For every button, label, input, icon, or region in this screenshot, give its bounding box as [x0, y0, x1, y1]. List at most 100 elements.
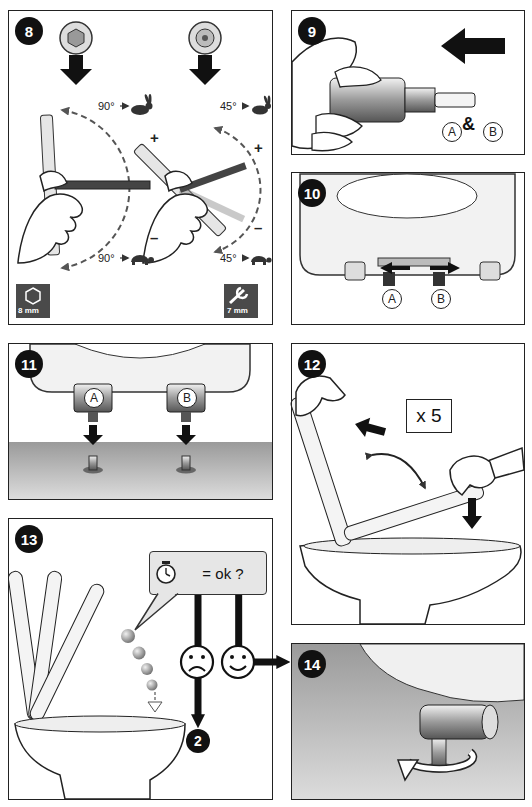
- flow-arrow: [195, 595, 202, 715]
- part-letter-circle: B: [431, 289, 451, 309]
- stopwatch-icon: [162, 561, 170, 564]
- hinge-45-degree: [133, 128, 260, 263]
- part-letter-circle: A: [84, 388, 104, 408]
- soft-close-test-art: [15, 716, 185, 732]
- part-letter-circle: B: [177, 388, 197, 408]
- soft-close-test-art: [28, 582, 106, 723]
- speed-icons: [120, 257, 128, 258]
- adjust-icons: [60, 55, 92, 85]
- seat-underside-art: [300, 174, 515, 286]
- seat-front-art: [75, 344, 205, 358]
- speed-icons: [149, 94, 152, 104]
- seat-front-art: [89, 456, 97, 470]
- speed-icons: [146, 103, 153, 110]
- insert-hinge-art: [292, 28, 505, 151]
- close-seat-art: [352, 414, 387, 441]
- tool-icons: [237, 288, 247, 298]
- annotation-label: +: [150, 130, 159, 145]
- step-number: 10: [298, 179, 326, 207]
- annotation-label: 45°: [220, 101, 237, 112]
- sad-face: [181, 646, 213, 678]
- sad-face: [189, 667, 205, 671]
- speed-icons: [242, 257, 248, 258]
- part-letter-circle: A: [442, 122, 462, 142]
- speed-icons: [251, 256, 267, 262]
- step-panel: 13= ok ?2: [8, 518, 273, 800]
- seat-underside-art: [345, 262, 365, 280]
- seat-front-art: [9, 344, 272, 499]
- tighten-hinge-art: [292, 644, 524, 799]
- seat-front-art: [30, 344, 250, 392]
- node-text: x 5: [416, 405, 441, 427]
- tool-icons: [16, 284, 258, 318]
- node-text: B: [489, 125, 497, 139]
- hinge-90-degree: [55, 181, 150, 189]
- step-panel: 8: [8, 10, 273, 325]
- node-text: A: [448, 125, 456, 139]
- soft-close-test-art: [7, 570, 185, 799]
- speed-icons: [268, 96, 271, 105]
- step-number: 9: [298, 17, 326, 45]
- bubble-tail: [135, 592, 178, 630]
- step-panel: 10A B: [291, 172, 525, 325]
- seat-front-art: [176, 425, 196, 445]
- speed-icons: [252, 262, 255, 265]
- speed-icons: [145, 262, 148, 265]
- seat-underside-art: [383, 272, 395, 286]
- speech-bubble: = ok ?: [149, 551, 267, 595]
- annotation-label: 7 mm: [227, 307, 248, 315]
- node-text: B: [183, 391, 191, 405]
- tool-icons: [26, 288, 40, 304]
- soft-close-test-art: [147, 680, 158, 691]
- sad-face: [181, 646, 213, 678]
- seat-front-art: [182, 456, 190, 470]
- tool-icons: [16, 284, 50, 318]
- step-panel: 12x 5: [291, 343, 525, 625]
- adjust-icons: [60, 22, 221, 85]
- seat-underside-art: [480, 262, 500, 280]
- happy-face: [222, 646, 254, 678]
- annotation-label: 8 mm: [18, 307, 39, 315]
- annotation-label: 90°: [98, 253, 115, 264]
- adjust-icons: [68, 29, 84, 47]
- step-panel: 14: [291, 643, 525, 800]
- seat-front-art: [167, 384, 205, 412]
- stopwatch-icon: [157, 561, 175, 583]
- soft-close-test-art: [15, 724, 185, 799]
- speed-icons: [131, 94, 153, 115]
- close-seat-art: [450, 456, 495, 495]
- part-letter-circle: A: [382, 289, 402, 309]
- adjust-icons: [202, 35, 208, 41]
- step-number: 14: [298, 650, 326, 678]
- annotation-label: –: [150, 230, 158, 245]
- node-text: B: [437, 292, 445, 306]
- insert-hinge-art: [441, 28, 505, 64]
- adjust-icons: [189, 22, 221, 54]
- tighten-hinge-art: [420, 705, 490, 739]
- hinge-90-degree: [18, 171, 82, 263]
- flow-arrow: [239, 595, 277, 662]
- happy-face: [230, 666, 246, 670]
- speed-icons: [120, 94, 272, 265]
- step-panel: 11A B: [8, 343, 273, 500]
- stopwatch-icon: [166, 574, 170, 576]
- speed-icons: [148, 257, 154, 263]
- sad-face: [201, 655, 205, 659]
- seat-underside-art: [300, 174, 515, 275]
- happy-face: [230, 655, 234, 659]
- step-number: 11: [15, 350, 43, 378]
- part-letter-circle: B: [483, 122, 503, 142]
- seat-front-art: [181, 412, 191, 422]
- soft-close-test-art: [148, 702, 162, 712]
- tighten-hinge-art: [432, 738, 446, 768]
- seat-underside-art: [430, 262, 460, 274]
- speed-icons: [252, 95, 271, 114]
- bubble-tail: [135, 592, 178, 630]
- hinge-90-degree: [18, 110, 150, 268]
- adjust-icons: [196, 29, 214, 47]
- step-panel: 9A B: [291, 10, 525, 155]
- goto-step-circle: 2: [186, 729, 210, 753]
- tighten-hinge-art: [398, 760, 418, 780]
- speed-icons: [131, 255, 154, 265]
